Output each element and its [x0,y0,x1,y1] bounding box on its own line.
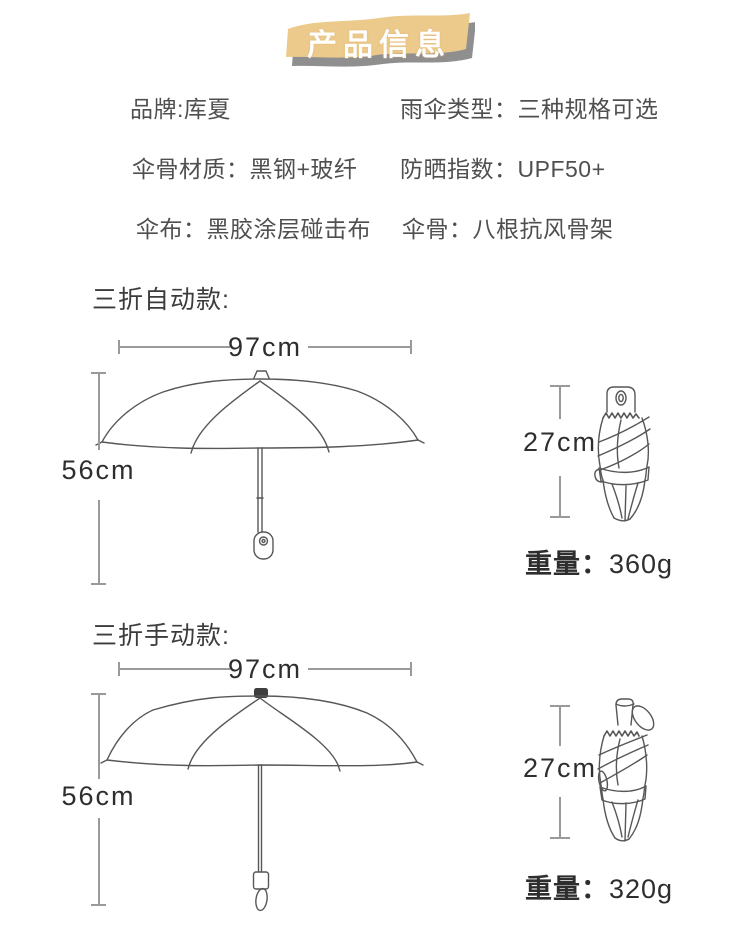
weight-manual: 重量：320g [525,867,673,906]
dim-tick [550,516,570,518]
width-dimension-auto: 97cm [118,332,412,362]
width-label-manual: 97cm [227,654,303,684]
folded-length-label-manual: 27cm [522,753,598,783]
dim-line [559,797,561,837]
dim-line [98,694,100,779]
weight-value: 320g [609,874,674,904]
open-umbrella-auto-diagram [95,370,425,560]
dim-tick [118,340,120,354]
folded-length-dimension-manual: 27cm [523,705,595,839]
dim-line [120,668,230,670]
open-umbrella-manual-diagram [100,688,424,912]
dim-tick [410,662,412,676]
dim-tick [550,385,570,387]
dim-tick [550,837,570,839]
spec-brand: 品牌:库夏 [130,96,231,122]
section-title-manual: 三折手动款: [92,622,230,650]
height-label-auto: 56cm [61,455,136,485]
height-label-manual: 56cm [61,781,136,811]
weight-label: 重量： [525,874,609,904]
spec-umbrella-type: 雨伞类型：三种规格可选 [400,96,659,122]
dim-line [559,386,561,419]
spec-canopy-fabric: 伞布：黑胶涂层碰击布 [136,216,371,242]
banner-ribbon-shape [286,13,475,67]
banner-fill-shape [286,13,470,58]
product-info-banner: 产品信息 [283,6,475,72]
height-dimension-auto: 56cm [61,372,134,585]
dim-line [308,346,410,348]
section-title-auto: 三折自动款: [92,286,230,314]
dim-tick [91,583,106,585]
folded-umbrella-auto-diagram [594,386,651,522]
height-dimension-manual: 56cm [61,693,134,906]
weight-label: 重量： [525,549,609,579]
dim-tick [118,662,120,676]
dim-tick [91,904,106,906]
dim-line [120,346,230,348]
dim-tick [91,693,106,695]
dim-line [308,668,410,670]
banner-title: 产品信息 [307,29,451,62]
dim-line [98,373,100,450]
dim-line [98,818,100,904]
folded-length-label-auto: 27cm [522,427,598,457]
dim-tick [91,372,106,374]
dim-line [559,476,561,516]
spec-rib-count: 伞骨：八根抗风骨架 [402,216,614,242]
spec-rib-material: 伞骨材质：黑钢+玻纤 [132,156,358,182]
weight-auto: 重量：360g [525,542,673,581]
spec-upf-index: 防晒指数：UPF50+ [400,156,606,182]
folded-umbrella-manual-diagram [597,698,655,842]
width-label-auto: 97cm [227,332,303,362]
width-dimension-manual: 97cm [118,654,412,684]
dim-line [559,706,561,746]
dim-tick [550,705,570,707]
dim-tick [410,340,412,354]
dim-line [98,500,100,583]
weight-value: 360g [609,549,674,579]
folded-length-dimension-auto: 27cm [523,385,595,518]
